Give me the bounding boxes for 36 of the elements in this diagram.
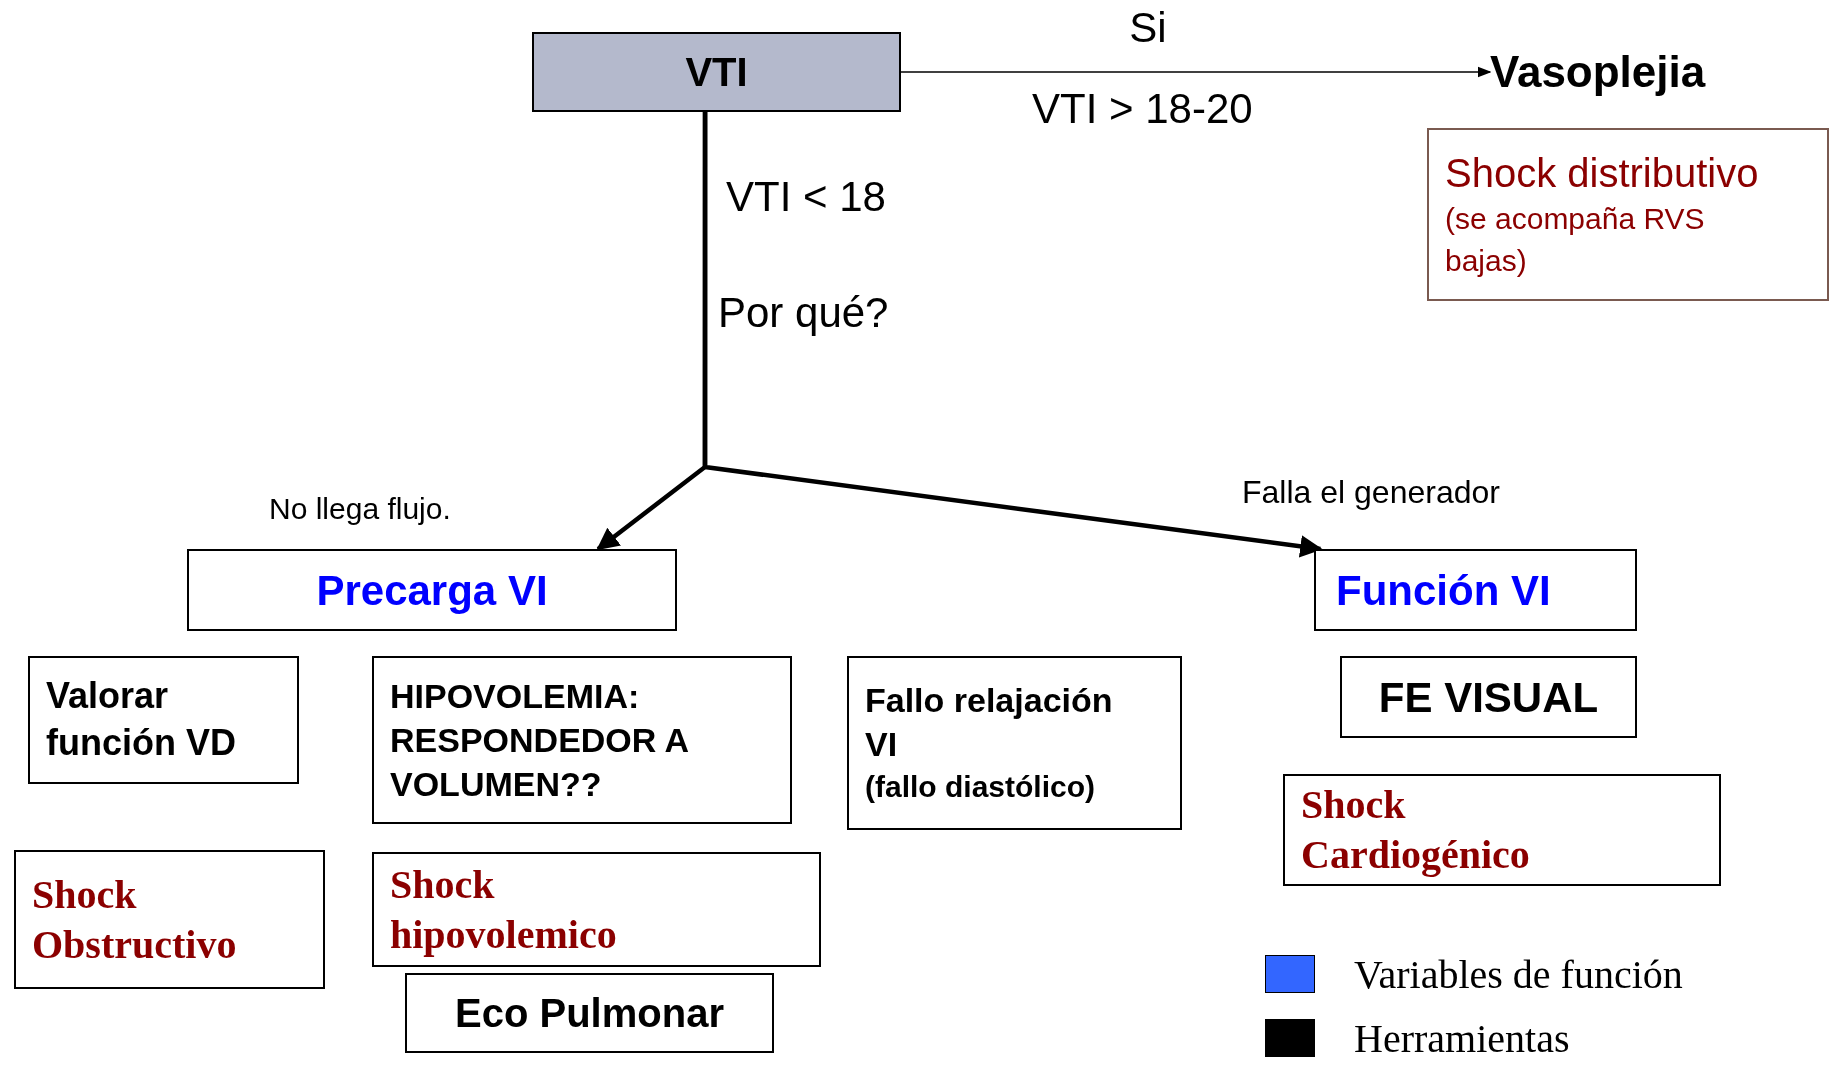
tool-box — [405, 973, 774, 1053]
diagnosis-box — [372, 852, 821, 967]
diagnosis-box — [1283, 774, 1721, 886]
condition-label: VTI > 18-20 — [1032, 88, 1253, 130]
diagnosis-box — [1427, 128, 1829, 301]
node-text: Shock Obstructivo — [32, 870, 238, 969]
arrow — [702, 112, 1323, 558]
node-text: (se acompaña RVS bajas) — [1445, 201, 1706, 279]
node-text: Función VI — [1336, 565, 1551, 616]
assessment-box — [372, 656, 792, 824]
node-text: FE VISUAL — [1378, 672, 1599, 723]
legend-text: Herramientas — [1354, 1019, 1570, 1059]
process-box — [532, 32, 901, 112]
tool-box — [1340, 656, 1637, 738]
condition-label: VTI < 18 — [726, 176, 886, 218]
node-text: Eco Pulmonar — [455, 990, 724, 1037]
node-text: Shock distributivo — [1445, 150, 1760, 198]
node-text: Precarga VI — [316, 565, 548, 616]
node-text: Shock Cardiogénico — [1301, 781, 1531, 879]
node-caption: Falla el generador — [1242, 476, 1500, 508]
node-text: Shock hipovolemico — [390, 860, 618, 959]
condition-label: Por qué? — [718, 292, 889, 334]
node-caption: No llega flujo. — [269, 494, 451, 524]
node-text: VTI — [685, 49, 748, 96]
assessment-box — [28, 656, 299, 784]
legend-text: Variables de función — [1354, 955, 1683, 995]
diagnosis-box — [14, 850, 325, 989]
arrow — [900, 66, 1492, 78]
outcome-label: Vasoplejia — [1490, 47, 1760, 97]
node-text: HIPOVOLEMIA: RESPONDEDOR A VOLUMEN?? — [390, 675, 689, 806]
category-box — [1314, 549, 1637, 631]
assessment-box — [847, 656, 1182, 830]
node-text: (fallo diastólico) — [865, 769, 1096, 806]
category-box — [187, 549, 677, 631]
node-text: Fallo relajación VI — [865, 679, 1114, 765]
node-text: Valorar función VD — [46, 674, 237, 765]
